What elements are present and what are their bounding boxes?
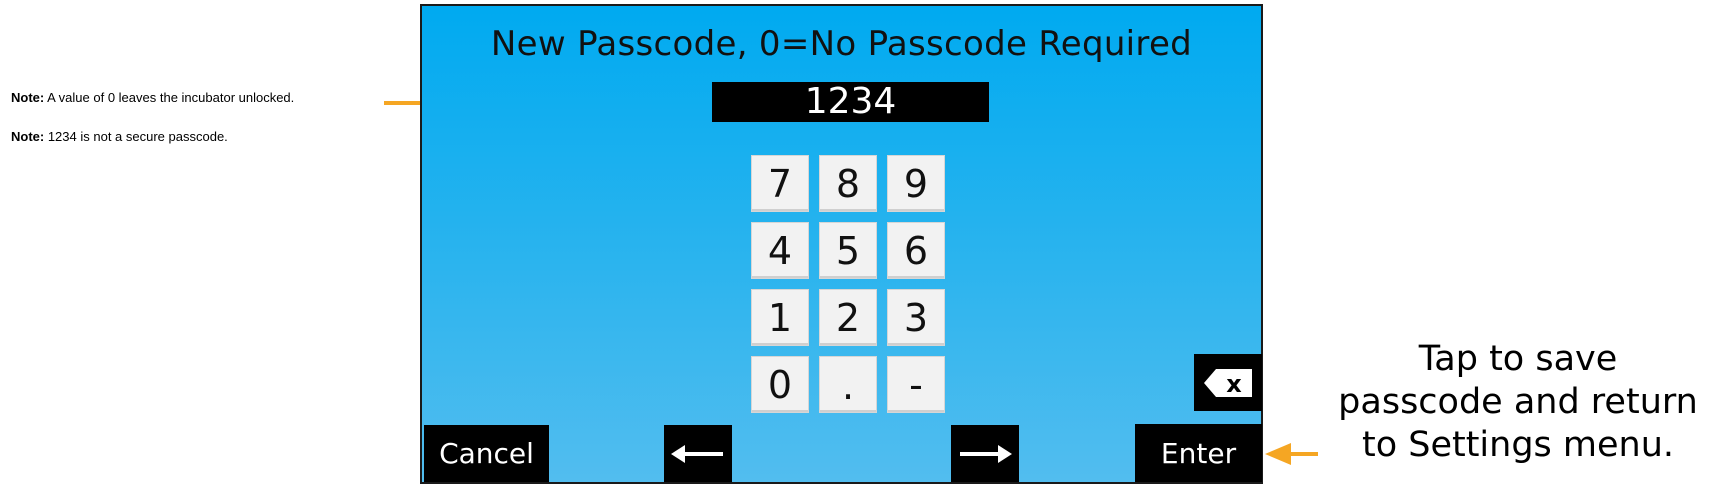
key-1[interactable]: 1: [751, 289, 809, 346]
note-label: Note:: [11, 129, 45, 144]
passcode-value-field[interactable]: 1234: [712, 82, 989, 122]
enter-button[interactable]: Enter: [1135, 424, 1262, 482]
key-9[interactable]: 9: [887, 155, 945, 212]
key-5[interactable]: 5: [819, 222, 877, 279]
screen-title: New Passcode, 0=No Passcode Required: [490, 24, 1193, 64]
note-text: A value of 0 leaves the incubator unlock…: [44, 90, 295, 105]
key-decimal[interactable]: .: [819, 356, 877, 413]
cursor-left-button[interactable]: [664, 425, 732, 482]
key-7[interactable]: 7: [751, 155, 809, 212]
backspace-glyph: x: [1226, 370, 1242, 398]
backspace-button[interactable]: x: [1194, 354, 1262, 411]
key-3[interactable]: 3: [887, 289, 945, 346]
note-unlocked: Note: A value of 0 leaves the incubator …: [11, 90, 294, 105]
callout-line: passcode and return: [1338, 382, 1698, 422]
note-label: Note:: [11, 90, 45, 105]
cancel-button[interactable]: Cancel: [424, 425, 549, 482]
note-insecure: Note: 1234 is not a secure passcode.: [11, 129, 228, 144]
right-arrow-icon: [960, 444, 1012, 463]
key-0[interactable]: 0: [751, 356, 809, 413]
key-minus[interactable]: -: [887, 356, 945, 413]
backspace-icon: x: [1204, 368, 1252, 398]
key-6[interactable]: 6: [887, 222, 945, 279]
passcode-screen: New Passcode, 0=No Passcode Required 123…: [420, 4, 1263, 484]
cursor-right-button[interactable]: [951, 425, 1019, 482]
key-2[interactable]: 2: [819, 289, 877, 346]
key-4[interactable]: 4: [751, 222, 809, 279]
callout-line: to Settings menu.: [1361, 425, 1675, 465]
enter-callout-text: Tap to save passcode and return to Setti…: [1328, 338, 1708, 467]
callout-line: Tap to save: [1418, 339, 1618, 379]
key-8[interactable]: 8: [819, 155, 877, 212]
left-arrow-icon: [671, 444, 723, 463]
note-text: 1234 is not a secure passcode.: [44, 129, 228, 144]
